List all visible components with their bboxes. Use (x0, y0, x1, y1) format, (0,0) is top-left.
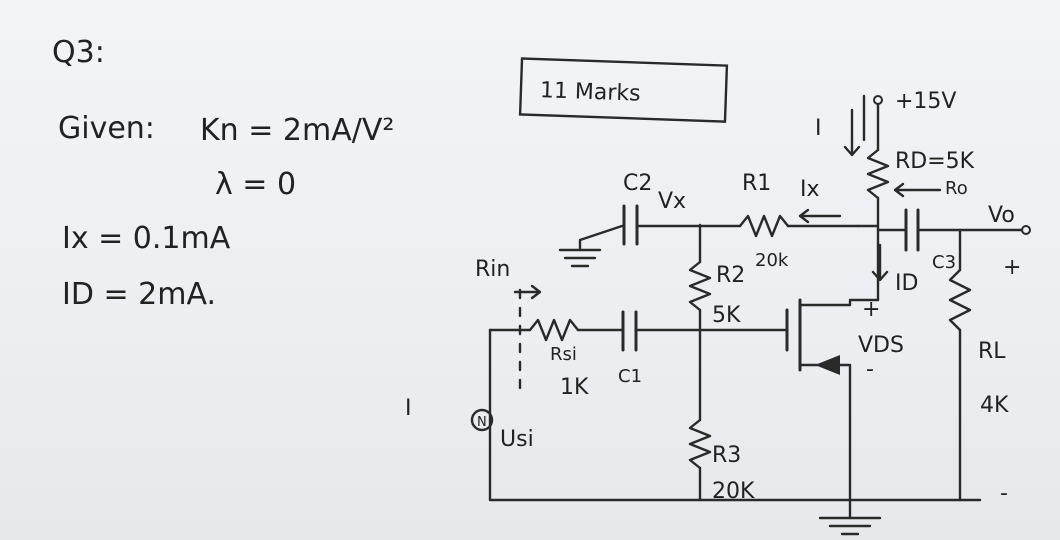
vx-label: Vx (658, 189, 686, 214)
c2-ground-wire (578, 224, 624, 252)
rsi-value: 1K (560, 375, 589, 400)
rin-label: Rin (475, 257, 510, 282)
id-label: ID (895, 271, 918, 296)
rl-label: RL (978, 339, 1006, 364)
ix-label: Ix (800, 177, 820, 202)
id-arrow (871, 243, 889, 282)
current-i-arrow (843, 108, 861, 157)
mosfet-drain-lead (798, 298, 880, 307)
given-kn: Kn = 2mA/V² (200, 113, 394, 148)
r2-value: 5K (712, 303, 741, 328)
vo-label: Vo (988, 203, 1015, 228)
c2-label: C2 (623, 171, 652, 196)
rd-label: RD=5K (895, 149, 975, 174)
vds-plus: + (862, 297, 880, 322)
c3-capacitor (904, 208, 920, 252)
ix-arrow (798, 208, 842, 224)
marks-box (518, 57, 729, 123)
given-ix: Ix = 0.1mA (62, 221, 231, 256)
ground-symbol (818, 516, 882, 536)
r3-label: R3 (712, 443, 741, 468)
vds-minus: - (866, 357, 874, 382)
ro-label: Ro (945, 178, 968, 199)
rsi-resistor (528, 318, 580, 342)
c3-label: C3 (932, 252, 956, 273)
rin-arrow (513, 284, 542, 300)
c1-capacitor (621, 310, 638, 352)
rl-resistor (948, 268, 972, 332)
given-lambda: λ = 0 (215, 167, 296, 202)
r2-resistor (688, 260, 712, 312)
ro-arrow (893, 182, 942, 198)
given-title: Given: (58, 111, 155, 146)
r3-value: 20K (712, 479, 755, 504)
r1-resistor (738, 214, 790, 238)
mosfet-source-lead (798, 363, 852, 502)
r1-value: 20k (755, 250, 789, 271)
rd-resistor (866, 148, 890, 200)
rl-value: 4K (980, 393, 1009, 418)
vds-label: VDS (858, 333, 904, 358)
source-symbol (470, 408, 494, 432)
vo-terminal (1021, 225, 1031, 235)
given-id: ID = 2mA. (62, 277, 216, 312)
source-n-label: N (477, 415, 487, 430)
r2-label: R2 (716, 263, 745, 288)
vsi-label: Usi (500, 427, 534, 452)
rsi-label: Rsi (550, 344, 577, 365)
vdd-label: +15V (895, 89, 956, 114)
marks-label: 11 Marks (539, 78, 641, 106)
r3-resistor (688, 418, 712, 470)
rl-plus: + (1003, 255, 1021, 280)
c1-label: C1 (618, 366, 642, 387)
current-i-label: I (815, 116, 822, 141)
c2-ground-symbol (558, 248, 602, 268)
question-label: Q3: (52, 35, 105, 70)
r1-label: R1 (742, 171, 771, 196)
stray-mark: I (405, 396, 412, 421)
mosfet-arrow (815, 355, 840, 375)
rl-minus: - (1000, 481, 1008, 506)
c2-capacitor (622, 204, 639, 246)
